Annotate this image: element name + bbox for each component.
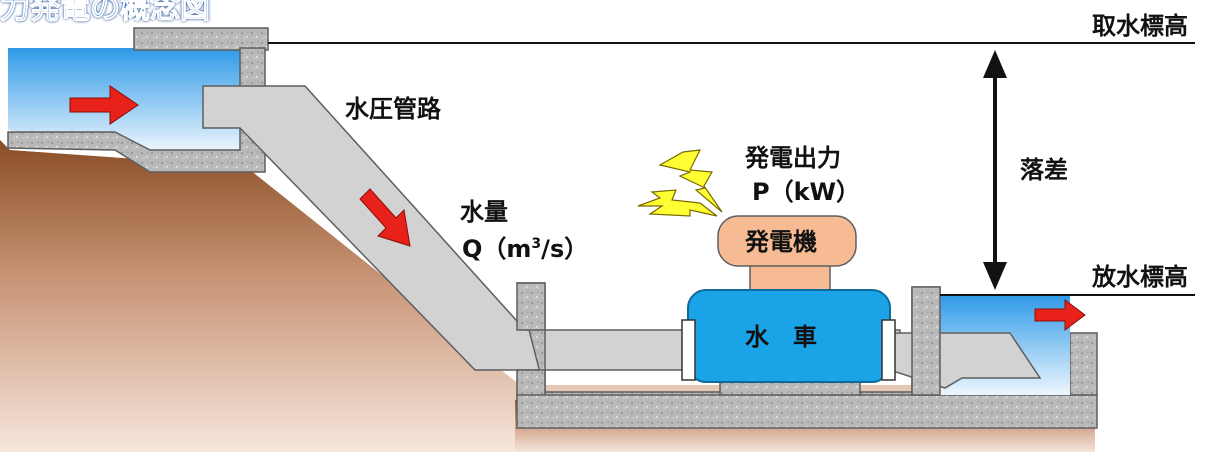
turbine-flange-left xyxy=(681,319,696,381)
lightning-icon xyxy=(637,189,718,217)
flow-exponent: 3 xyxy=(531,236,542,252)
flow-arrow-icon xyxy=(359,188,411,247)
generator-label: 発電機 xyxy=(745,228,817,256)
flow-symbol-text: Q（m xyxy=(462,235,532,263)
discharge-level-label: 放水標高 xyxy=(1092,263,1188,291)
diagram-title: 力発電の概念図 xyxy=(0,0,211,26)
power-name-label: 発電出力 xyxy=(745,144,841,172)
double-arrow-icon xyxy=(983,50,1007,290)
flow-arrow-icon xyxy=(69,85,139,125)
flow-arrow-icon xyxy=(1034,299,1086,331)
ground xyxy=(0,140,1095,452)
generator-body xyxy=(717,215,857,267)
intake-level-label: 取水標高 xyxy=(1092,12,1188,40)
intake-structure xyxy=(7,27,269,173)
flow-name-label: 水量 xyxy=(460,198,508,226)
penstock-label: 水圧管路 xyxy=(345,95,441,123)
lightning-icon xyxy=(658,149,723,213)
tailrace-wall xyxy=(911,286,941,396)
head-label: 落差 xyxy=(1020,156,1068,184)
turbine-flange-right xyxy=(881,319,896,381)
flow-unit-tail: /s） xyxy=(541,235,589,263)
flow-symbol-label: Q（m3/s） xyxy=(462,237,588,261)
turbine-label: 水 車 xyxy=(745,323,817,351)
power-symbol-label: P（kW） xyxy=(752,178,861,206)
